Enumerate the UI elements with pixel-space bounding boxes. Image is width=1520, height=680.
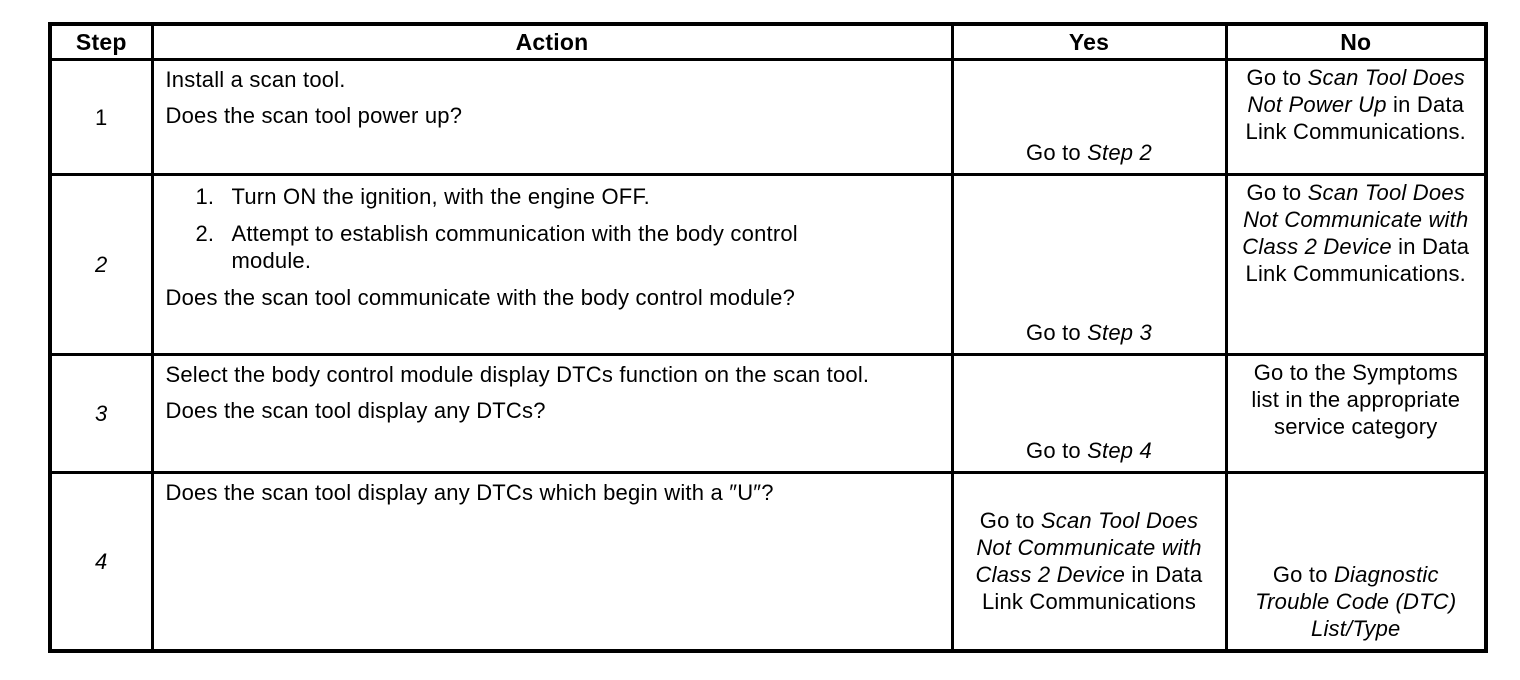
action-cell: Install a scan tool. Does the scan tool … <box>150 58 954 176</box>
no-cell: Go to Scan Tool Does Not Power Up in Dat… <box>1224 58 1488 176</box>
table-header-row: Step Action Yes No <box>48 22 1488 61</box>
goto-text: Go to <box>1026 140 1088 165</box>
goto-text: Go to <box>1246 65 1308 90</box>
action-question: Does the scan tool communicate with the … <box>165 285 796 310</box>
goto-reference: Scan Tool Does Not Communicate with Clas… <box>1242 180 1469 259</box>
action-instruction: Select the body control module display D… <box>165 362 870 387</box>
goto-text-suffix: in Data Link Communications. <box>1245 92 1466 144</box>
list-item-number: 1. <box>195 184 215 209</box>
yes-cell: Go to Step 2 <box>950 58 1228 176</box>
no-cell: Go to the Symptoms list in the appropria… <box>1224 353 1488 474</box>
table-row-step-2: 2 1. Turn ON the ignition, with the engi… <box>48 173 1488 356</box>
yes-cell: Go to Step 4 <box>950 353 1228 474</box>
no-cell: Go to Diagnostic Trouble Code (DTC) List… <box>1224 471 1488 652</box>
column-header-action: Action <box>150 22 954 61</box>
step-number: 1 <box>48 58 154 176</box>
step-number: 2 <box>48 173 154 356</box>
goto-text: Go to <box>979 508 1041 534</box>
goto-text: Go to the Symptoms list in the appropria… <box>1251 360 1461 439</box>
list-item: 2. Attempt to establish communication wi… <box>166 220 939 274</box>
action-instruction: Install a scan tool. <box>165 67 346 92</box>
list-item-text: Turn ON the ignition, with the engine OF… <box>231 184 650 209</box>
goto-reference: Scan Tool Does Not Power Up <box>1247 65 1465 117</box>
goto-text-suffix: in Data Link Communications <box>981 562 1203 615</box>
list-item: 1. Turn ON the ignition, with the engine… <box>166 183 939 210</box>
diagnostic-table: Step Action Yes No 1 Install a scan tool… <box>48 22 1488 653</box>
column-header-yes: Yes <box>950 22 1228 61</box>
list-item-number: 2. <box>195 221 215 246</box>
action-cell: 1. Turn ON the ignition, with the engine… <box>150 173 954 356</box>
column-header-no: No <box>1224 22 1488 61</box>
goto-reference: Diagnostic Trouble Code (DTC) List/Type <box>1255 561 1457 641</box>
action-question: Does the scan tool display any DTCs whic… <box>165 480 774 505</box>
action-question: Does the scan tool display any DTCs? <box>165 398 546 423</box>
yes-cell: Go to Scan Tool Does Not Communicate wit… <box>950 471 1228 652</box>
goto-reference: Scan Tool Does Not Communicate with Clas… <box>975 508 1202 588</box>
yes-cell: Go to Step 3 <box>950 173 1228 356</box>
action-numbered-list: 1. Turn ON the ignition, with the engine… <box>166 183 939 274</box>
goto-reference: Step 2 <box>1087 140 1152 165</box>
goto-text: Go to <box>1246 180 1308 205</box>
action-question: Does the scan tool power up? <box>165 103 463 128</box>
step-number: 3 <box>48 353 154 474</box>
goto-text: Go to <box>1026 320 1088 345</box>
goto-text-suffix: in Data Link Communications. <box>1245 234 1470 286</box>
action-cell: Does the scan tool display any DTCs whic… <box>150 471 954 652</box>
no-cell: Go to Scan Tool Does Not Communicate wit… <box>1224 173 1488 356</box>
goto-reference: Step 3 <box>1087 320 1152 345</box>
table-row-step-3: 3 Select the body control module display… <box>48 353 1488 474</box>
step-number: 4 <box>48 471 154 652</box>
goto-text: Go to <box>1272 561 1334 587</box>
column-header-step: Step <box>48 22 154 61</box>
table-row-step-1: 1 Install a scan tool. Does the scan too… <box>48 58 1488 176</box>
action-cell: Select the body control module display D… <box>150 353 954 474</box>
table-row-step-4: 4 Does the scan tool display any DTCs wh… <box>48 471 1488 652</box>
goto-text: Go to <box>1026 438 1088 463</box>
goto-reference: Step 4 <box>1087 438 1152 463</box>
list-item-text: Attempt to establish communication with … <box>231 221 798 273</box>
